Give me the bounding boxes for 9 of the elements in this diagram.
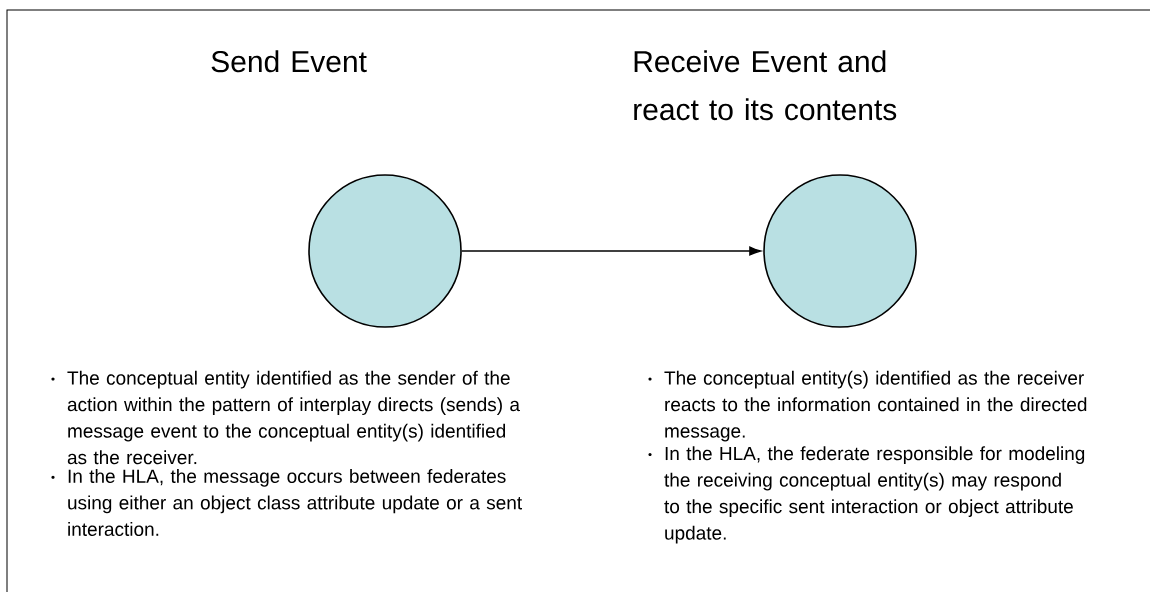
event-circle — [763, 174, 917, 328]
bullet-text: The conceptual entity identified as the sender of the action within the pattern of interplay directs (sends) a message event to the conceptual entity(s) identified as the receiver. — [67, 370, 520, 465]
event-circle — [308, 174, 462, 328]
bullet-text: The conceptual entity(s) identified as the receiver reacts to the information contained in the directed message. — [664, 370, 1087, 442]
heading: Receive Event and react to its contents — [634, 50, 897, 121]
bullet-text: In the HLA, the message occurs between federates using either an object class attribute update or a sent interaction. — [68, 469, 522, 536]
heading: Send Event — [211, 50, 367, 73]
bullet-text: In the HLA, the federate responsible for modeling the receiving conceptual entity(s) may respond to the specific sent interaction or object attribute update. — [664, 446, 1085, 544]
arrow — [461, 246, 762, 256]
